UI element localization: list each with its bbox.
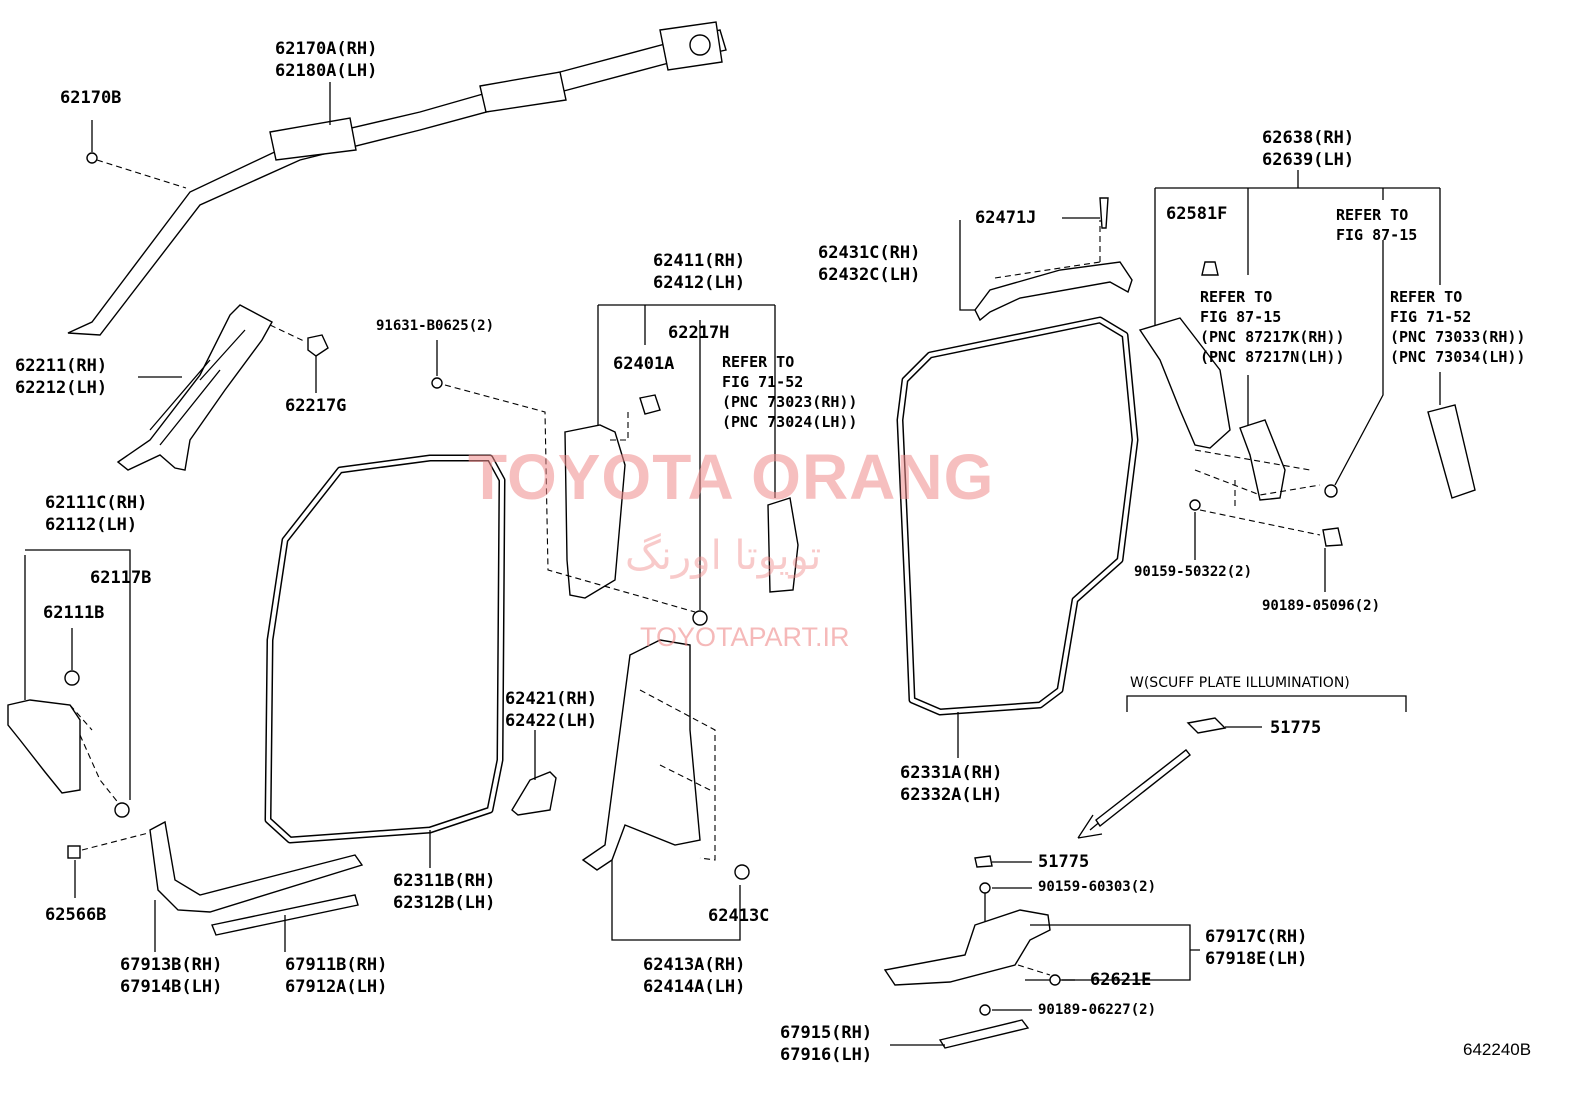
label-67913b: 67913B(RH) 67914B(LH) bbox=[120, 955, 223, 997]
label-62581f: 62581F bbox=[1166, 204, 1228, 224]
label-62311b: 62311B(RH) 62312B(LH) bbox=[393, 871, 496, 913]
label-62170b: 62170B bbox=[60, 88, 122, 108]
quarter-garnish bbox=[1138, 170, 1476, 592]
watermark-site: TOYOTAPART.IR bbox=[640, 622, 850, 652]
label-62638: 62638(RH) 62639(LH) bbox=[1262, 128, 1355, 170]
label-62421: 62421(RH) 62422(LH) bbox=[505, 689, 598, 731]
roof-side-rail bbox=[959, 197, 1133, 322]
label-62621e: 62621E bbox=[1090, 970, 1152, 990]
cover-62421 bbox=[511, 730, 557, 816]
refer-fig-71-52-b: REFER TO FIG 71-52 (PNC 73033(RH)) (PNC … bbox=[1390, 288, 1526, 366]
center-pillar-upper bbox=[431, 304, 799, 626]
refer-fig-71-52-a: REFER TO FIG 71-52 (PNC 73023(RH)) (PNC … bbox=[722, 353, 858, 431]
label-62217g: 62217G bbox=[285, 396, 347, 416]
refer-fig-87-15-top: REFER TO FIG 87-15 bbox=[1336, 206, 1418, 244]
label-62117b: 62117B bbox=[90, 568, 152, 588]
curtain-airbag bbox=[67, 21, 727, 336]
label-62413c: 62413C bbox=[708, 906, 770, 926]
label-62331a: 62331A(RH) 62332A(LH) bbox=[900, 763, 1003, 805]
label-91631: 91631-B0625(2) bbox=[376, 318, 495, 334]
label-62431c: 62431C(RH) 62432C(LH) bbox=[818, 243, 921, 285]
label-62566b: 62566B bbox=[45, 905, 107, 925]
watermark-brand-persian: تویوتا اورنگ bbox=[625, 533, 822, 579]
a-pillar-garnish bbox=[116, 304, 273, 471]
label-90189-06227: 90189-06227(2) bbox=[1038, 1002, 1157, 1018]
figure-number: 642240B bbox=[1463, 1040, 1532, 1059]
label-62111c: 62111C(RH) 62112(LH) bbox=[45, 493, 148, 535]
label-62170a: 62170A(RH) 62180A(LH) bbox=[275, 39, 378, 81]
label-90159-50322: 90159-50322(2) bbox=[1134, 564, 1253, 580]
label-90189-05096: 90189-05096(2) bbox=[1262, 598, 1381, 614]
label-67915: 67915(RH) 67916(LH) bbox=[780, 1023, 873, 1065]
label-51775-b: 51775 bbox=[1038, 852, 1090, 872]
bolt-62170b bbox=[86, 120, 187, 189]
clip-62217g bbox=[269, 324, 329, 393]
label-90159-60303: 90159-60303(2) bbox=[1038, 879, 1157, 895]
front-scuff-plate bbox=[149, 820, 364, 952]
label-67917c: 67917C(RH) 67918E(LH) bbox=[1205, 927, 1308, 969]
center-pillar-lower bbox=[581, 639, 750, 941]
cowl-side-trim bbox=[7, 549, 161, 898]
label-67911b: 67911B(RH) 67912A(LH) bbox=[285, 955, 388, 997]
label-62217h: 62217H bbox=[668, 323, 730, 343]
scuff-illumination-group bbox=[883, 695, 1407, 1049]
label-62211: 62211(RH) 62212(LH) bbox=[15, 356, 108, 398]
label-62413a: 62413A(RH) 62414A(LH) bbox=[643, 955, 746, 997]
label-62411: 62411(RH) 62412(LH) bbox=[653, 251, 746, 293]
refer-fig-87-15: REFER TO FIG 87-15 (PNC 87217K(RH)) (PNC… bbox=[1200, 288, 1345, 366]
rear-door-weatherstrip bbox=[896, 316, 1139, 758]
label-62401a: 62401A bbox=[613, 354, 675, 374]
label-51775-a: 51775 bbox=[1270, 718, 1322, 738]
label-62471j: 62471J bbox=[975, 208, 1037, 228]
front-door-weatherstrip bbox=[264, 454, 506, 868]
watermark-brand: TOYOTA ORANG bbox=[468, 441, 995, 513]
label-62111b: 62111B bbox=[43, 603, 105, 623]
scuff-illumination-title: W(SCUFF PLATE ILLUMINATION) bbox=[1130, 675, 1350, 691]
